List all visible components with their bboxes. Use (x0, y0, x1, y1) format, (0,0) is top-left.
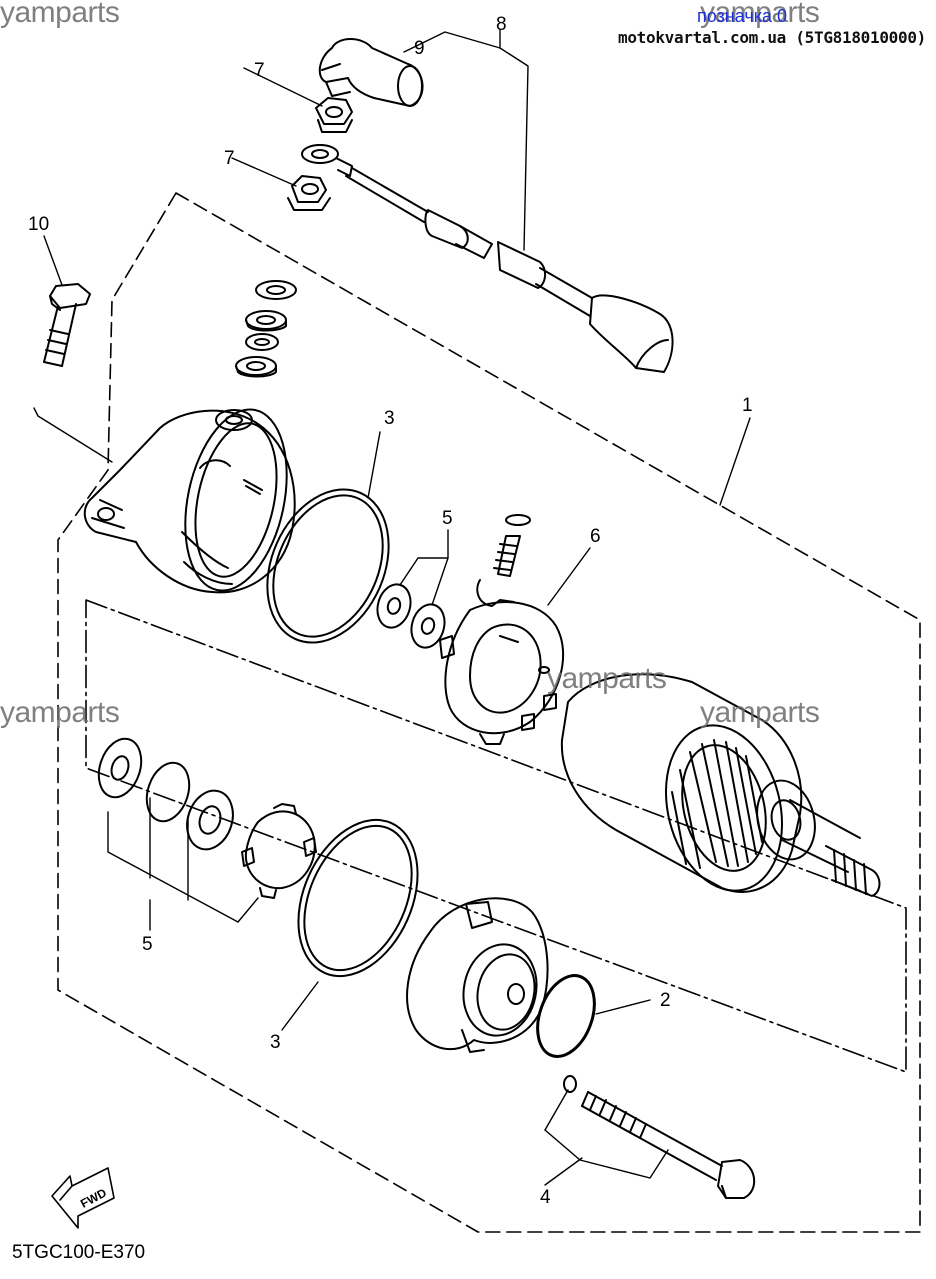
marker-link[interactable]: позначка 0 (697, 6, 788, 26)
watermark-top-right: yamparts (700, 0, 820, 29)
callout-5-bottom: 5 (142, 934, 153, 955)
callout-9: 9 (414, 38, 425, 59)
o-ring-top (266, 488, 390, 644)
watermark-mid-center: yamparts (547, 662, 667, 695)
thrust-plate (241, 803, 317, 899)
watermark-mid-left: yamparts (0, 696, 120, 729)
callout-6: 6 (590, 526, 601, 547)
armature (560, 673, 881, 897)
leader-lines (33, 29, 751, 1186)
washer-pair-upper (376, 583, 446, 649)
o-ring-small (536, 974, 596, 1058)
callout-3-bottom: 3 (270, 1032, 281, 1053)
callout-4: 4 (540, 1187, 551, 1208)
brush-holder (439, 514, 565, 745)
watermark-top-left: yamparts (0, 0, 120, 29)
callout-numbers: 1 2 3 3 4 5 5 6 7 7 8 9 10 (28, 14, 753, 1208)
fwd-arrow-icon: FWD (51, 1167, 115, 1229)
o-ring-bottom (297, 818, 419, 978)
fwd-label: FWD (78, 1185, 109, 1210)
source-label: motokvartal.com.ua (5TG818010000) (618, 28, 926, 47)
nut-top (315, 97, 353, 133)
diagram-code: 5TGC100-E370 (12, 1242, 146, 1263)
terminal-boot (318, 38, 424, 107)
rear-cover (406, 897, 549, 1053)
long-bolt (563, 1075, 755, 1199)
callout-5-top: 5 (442, 508, 453, 529)
assembly-frame (57, 192, 921, 1233)
bolt-10 (43, 283, 91, 367)
lead-wire (301, 144, 674, 373)
callout-10: 10 (28, 214, 49, 235)
washer-stack (235, 280, 297, 378)
washer-group-lower (97, 737, 234, 851)
front-cover (83, 408, 296, 594)
nut-bottom (287, 175, 331, 211)
callout-8: 8 (496, 14, 507, 35)
watermark-mid-right: yamparts (700, 696, 820, 729)
callout-2: 2 (660, 990, 671, 1011)
callout-1: 1 (742, 395, 753, 416)
callout-3-top: 3 (384, 408, 395, 429)
inner-frame (85, 599, 907, 1073)
callout-7-bottom: 7 (224, 148, 235, 169)
callout-7-top: 7 (254, 60, 265, 81)
